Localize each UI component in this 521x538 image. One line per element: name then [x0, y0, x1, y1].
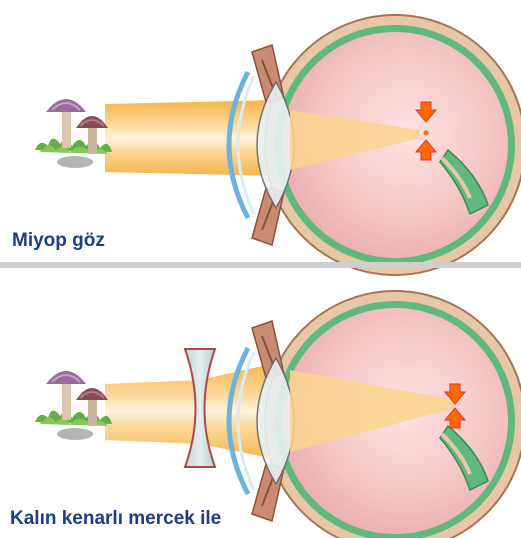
caption-concave-lens: Kalın kenarlı mercek ile — [10, 508, 221, 530]
panel-divider — [0, 262, 521, 268]
mushroom-object — [35, 99, 112, 168]
panel-corrected-eye — [35, 291, 521, 538]
mushroom-object — [35, 371, 112, 440]
caption-myopic-eye: Miyop göz — [12, 230, 105, 252]
panel-myopic-eye — [35, 15, 521, 275]
